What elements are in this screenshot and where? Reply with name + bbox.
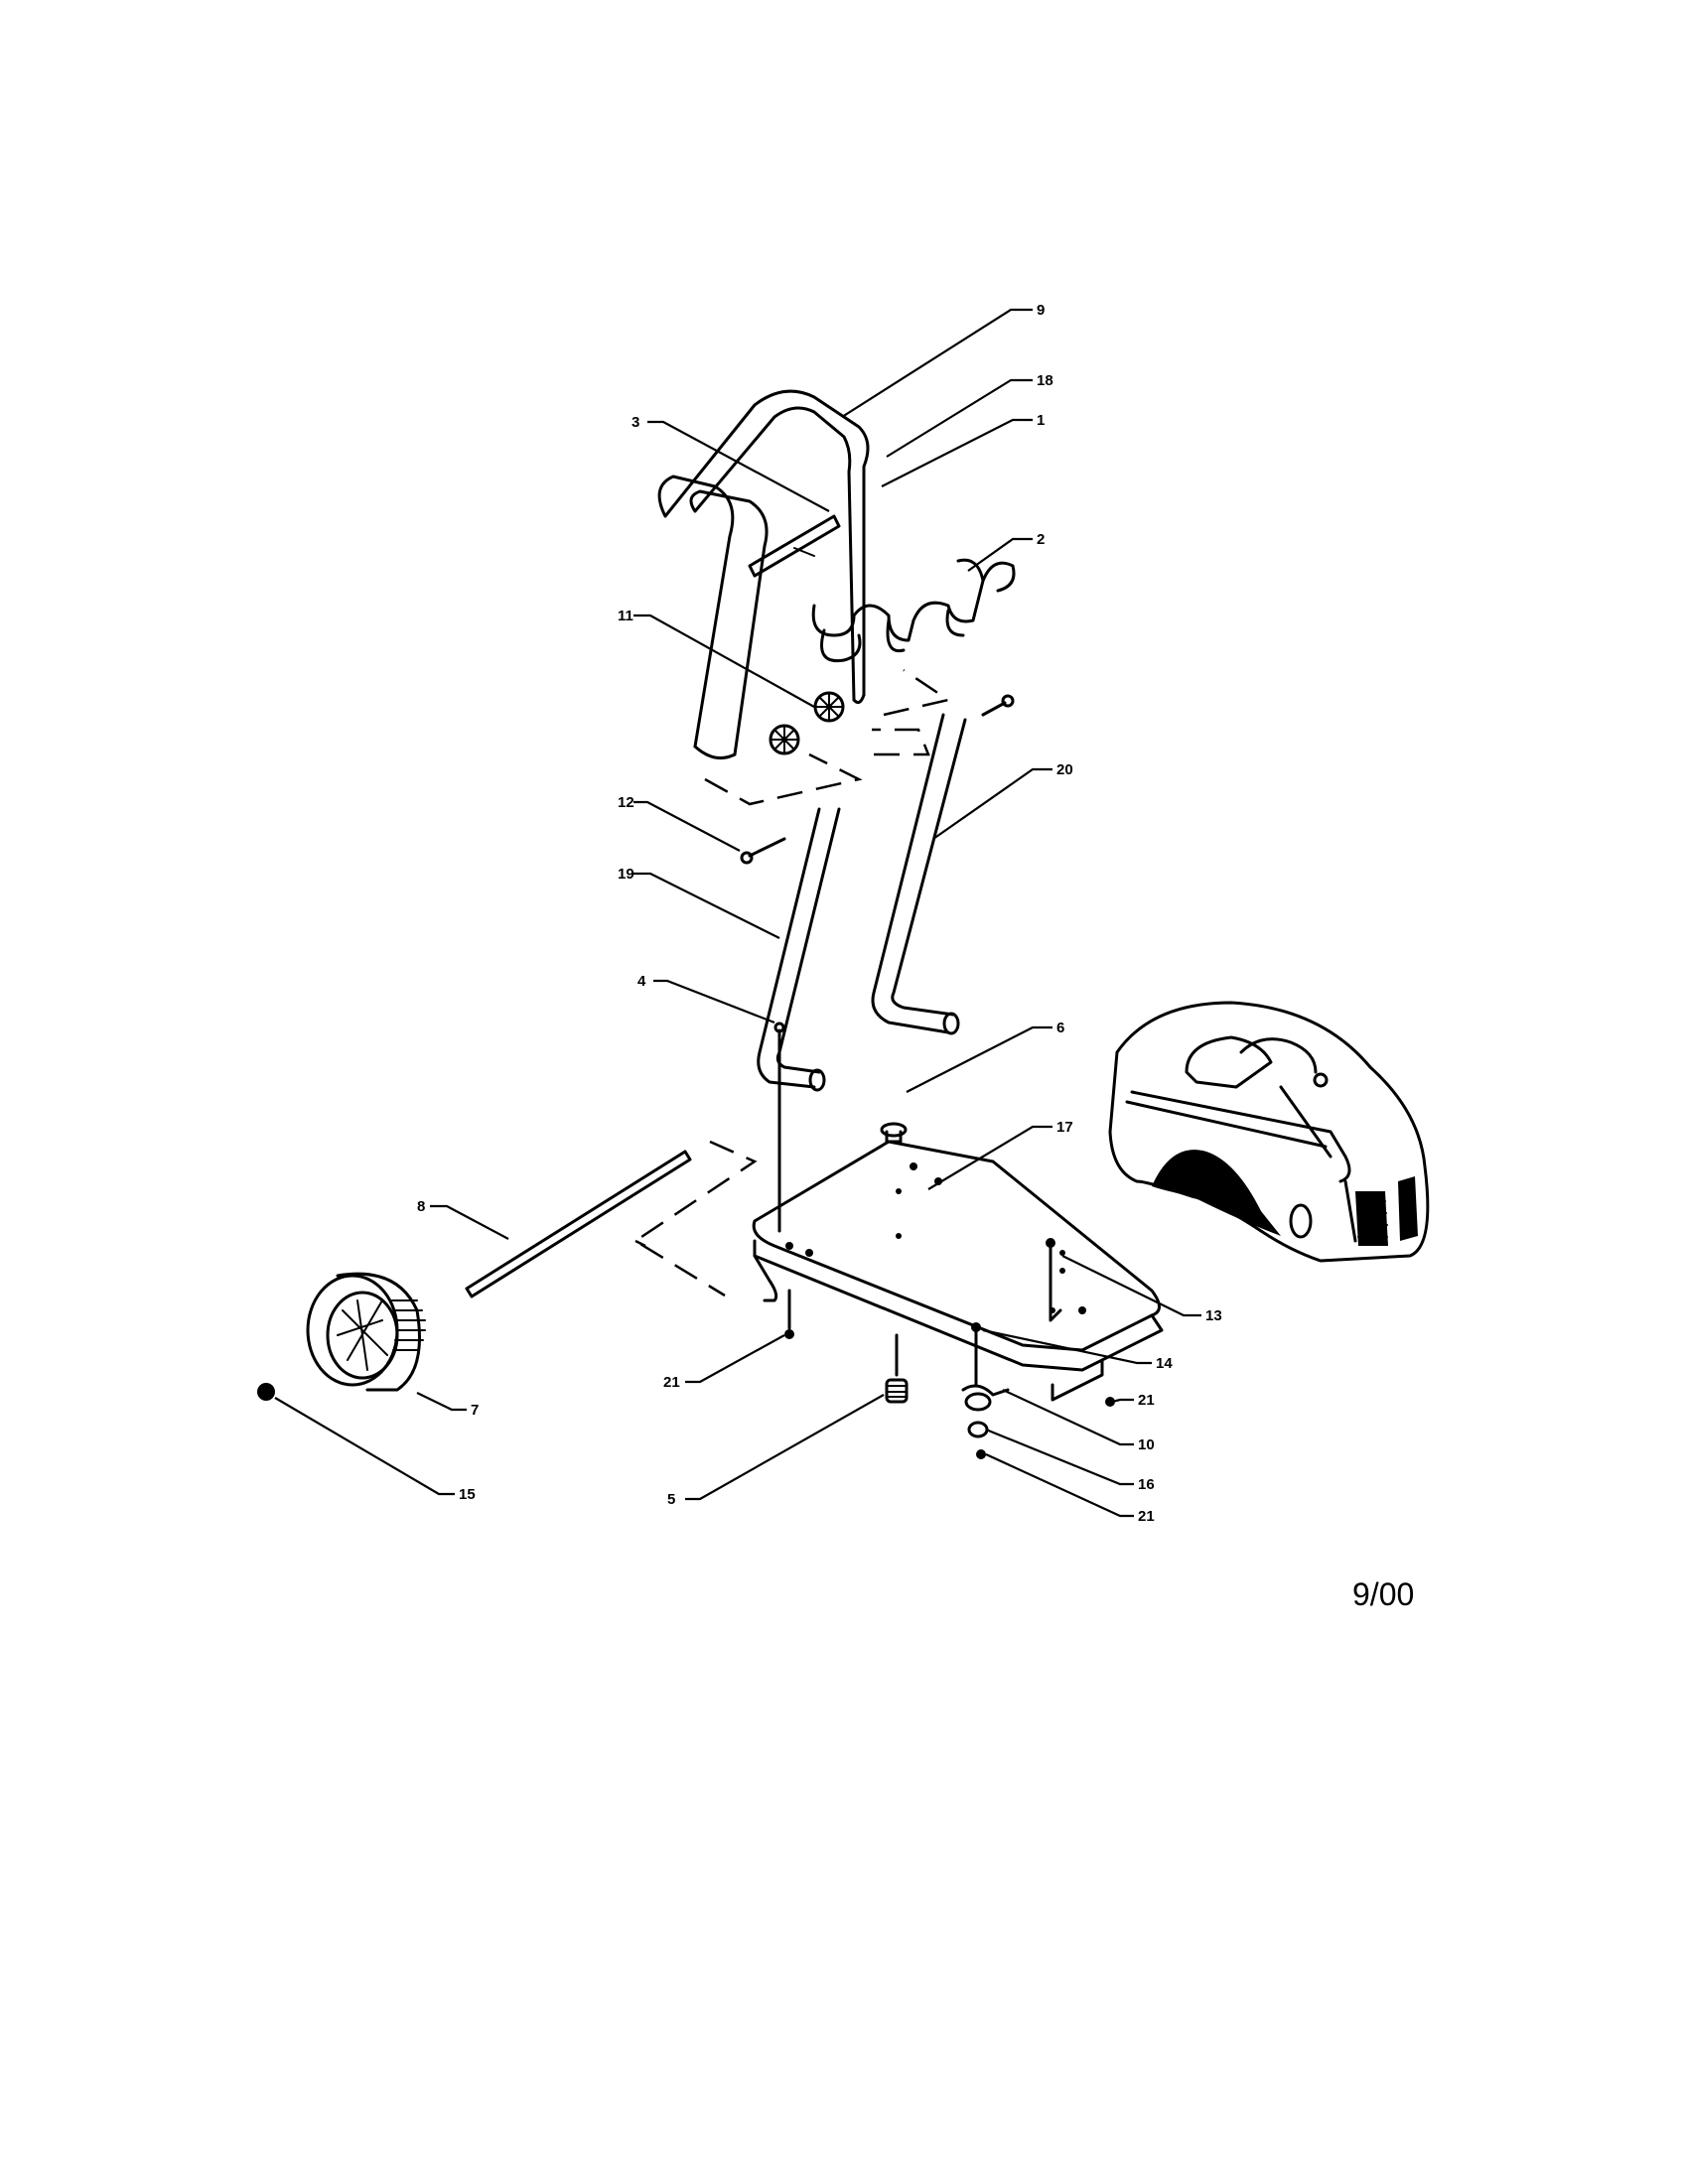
revision-date: 9/00 — [1352, 1576, 1415, 1612]
callout-14: 14 — [1156, 1355, 1173, 1372]
knob-right — [813, 691, 845, 723]
callout-11: 11 — [618, 608, 633, 624]
foot-5 — [885, 1333, 909, 1404]
nut-21-left — [784, 1289, 794, 1339]
guide-right-upper — [872, 668, 952, 756]
guide-axle — [632, 1140, 758, 1297]
callout-20: 20 — [1056, 761, 1073, 778]
callout-4: 4 — [637, 973, 646, 990]
nut-21-bottom — [976, 1449, 986, 1459]
callout-labels: 9 18 1 3 2 11 20 12 19 4 6 17 8 13 14 21… — [417, 302, 1222, 1525]
bolt-13 — [1046, 1238, 1062, 1322]
callout-10: 10 — [1138, 1436, 1155, 1453]
bracket-under-plate — [1051, 1358, 1104, 1402]
upper-handle — [657, 389, 870, 760]
bolt-4 — [773, 1022, 785, 1233]
callout-19: 19 — [618, 866, 634, 883]
engine-cover — [1108, 1001, 1430, 1263]
callout-13: 13 — [1205, 1307, 1222, 1324]
washer-16 — [967, 1421, 989, 1438]
callout-21-bottom: 21 — [1138, 1508, 1155, 1525]
callout-3: 3 — [632, 414, 639, 431]
callout-18: 18 — [1037, 372, 1053, 389]
axle — [465, 1150, 692, 1298]
wheel-cap-15 — [257, 1383, 275, 1401]
callout-8: 8 — [417, 1198, 425, 1215]
callout-9: 9 — [1037, 302, 1045, 319]
callout-21-left: 21 — [663, 1374, 680, 1391]
callout-1: 1 — [1037, 412, 1045, 429]
callout-5: 5 — [667, 1491, 675, 1508]
callout-17: 17 — [1056, 1119, 1073, 1136]
handle-bracket — [748, 514, 841, 578]
leader-lines — [274, 308, 1201, 1518]
bolt-top-right — [981, 694, 1015, 717]
callout-15: 15 — [459, 1486, 476, 1503]
lower-tube-right — [871, 713, 967, 1035]
callout-12: 12 — [618, 794, 634, 811]
callout-6: 6 — [1056, 1020, 1064, 1036]
hose-hook-rack — [811, 558, 1016, 663]
callout-16: 16 — [1138, 1476, 1155, 1493]
callout-2: 2 — [1037, 531, 1045, 548]
lower-tube-left — [757, 807, 841, 1092]
base-plate — [752, 1140, 1164, 1372]
wheel — [306, 1272, 426, 1392]
bolt-12 — [740, 837, 786, 865]
knob-left — [769, 724, 800, 755]
callout-7: 7 — [471, 1402, 479, 1419]
foot-6 — [880, 1122, 908, 1144]
guide-left-upper — [704, 752, 863, 806]
caster-bracket-10 — [961, 1384, 1010, 1412]
bolt-14 — [971, 1322, 981, 1387]
callout-21-right: 21 — [1138, 1392, 1155, 1409]
nut-21-right — [1105, 1397, 1115, 1407]
